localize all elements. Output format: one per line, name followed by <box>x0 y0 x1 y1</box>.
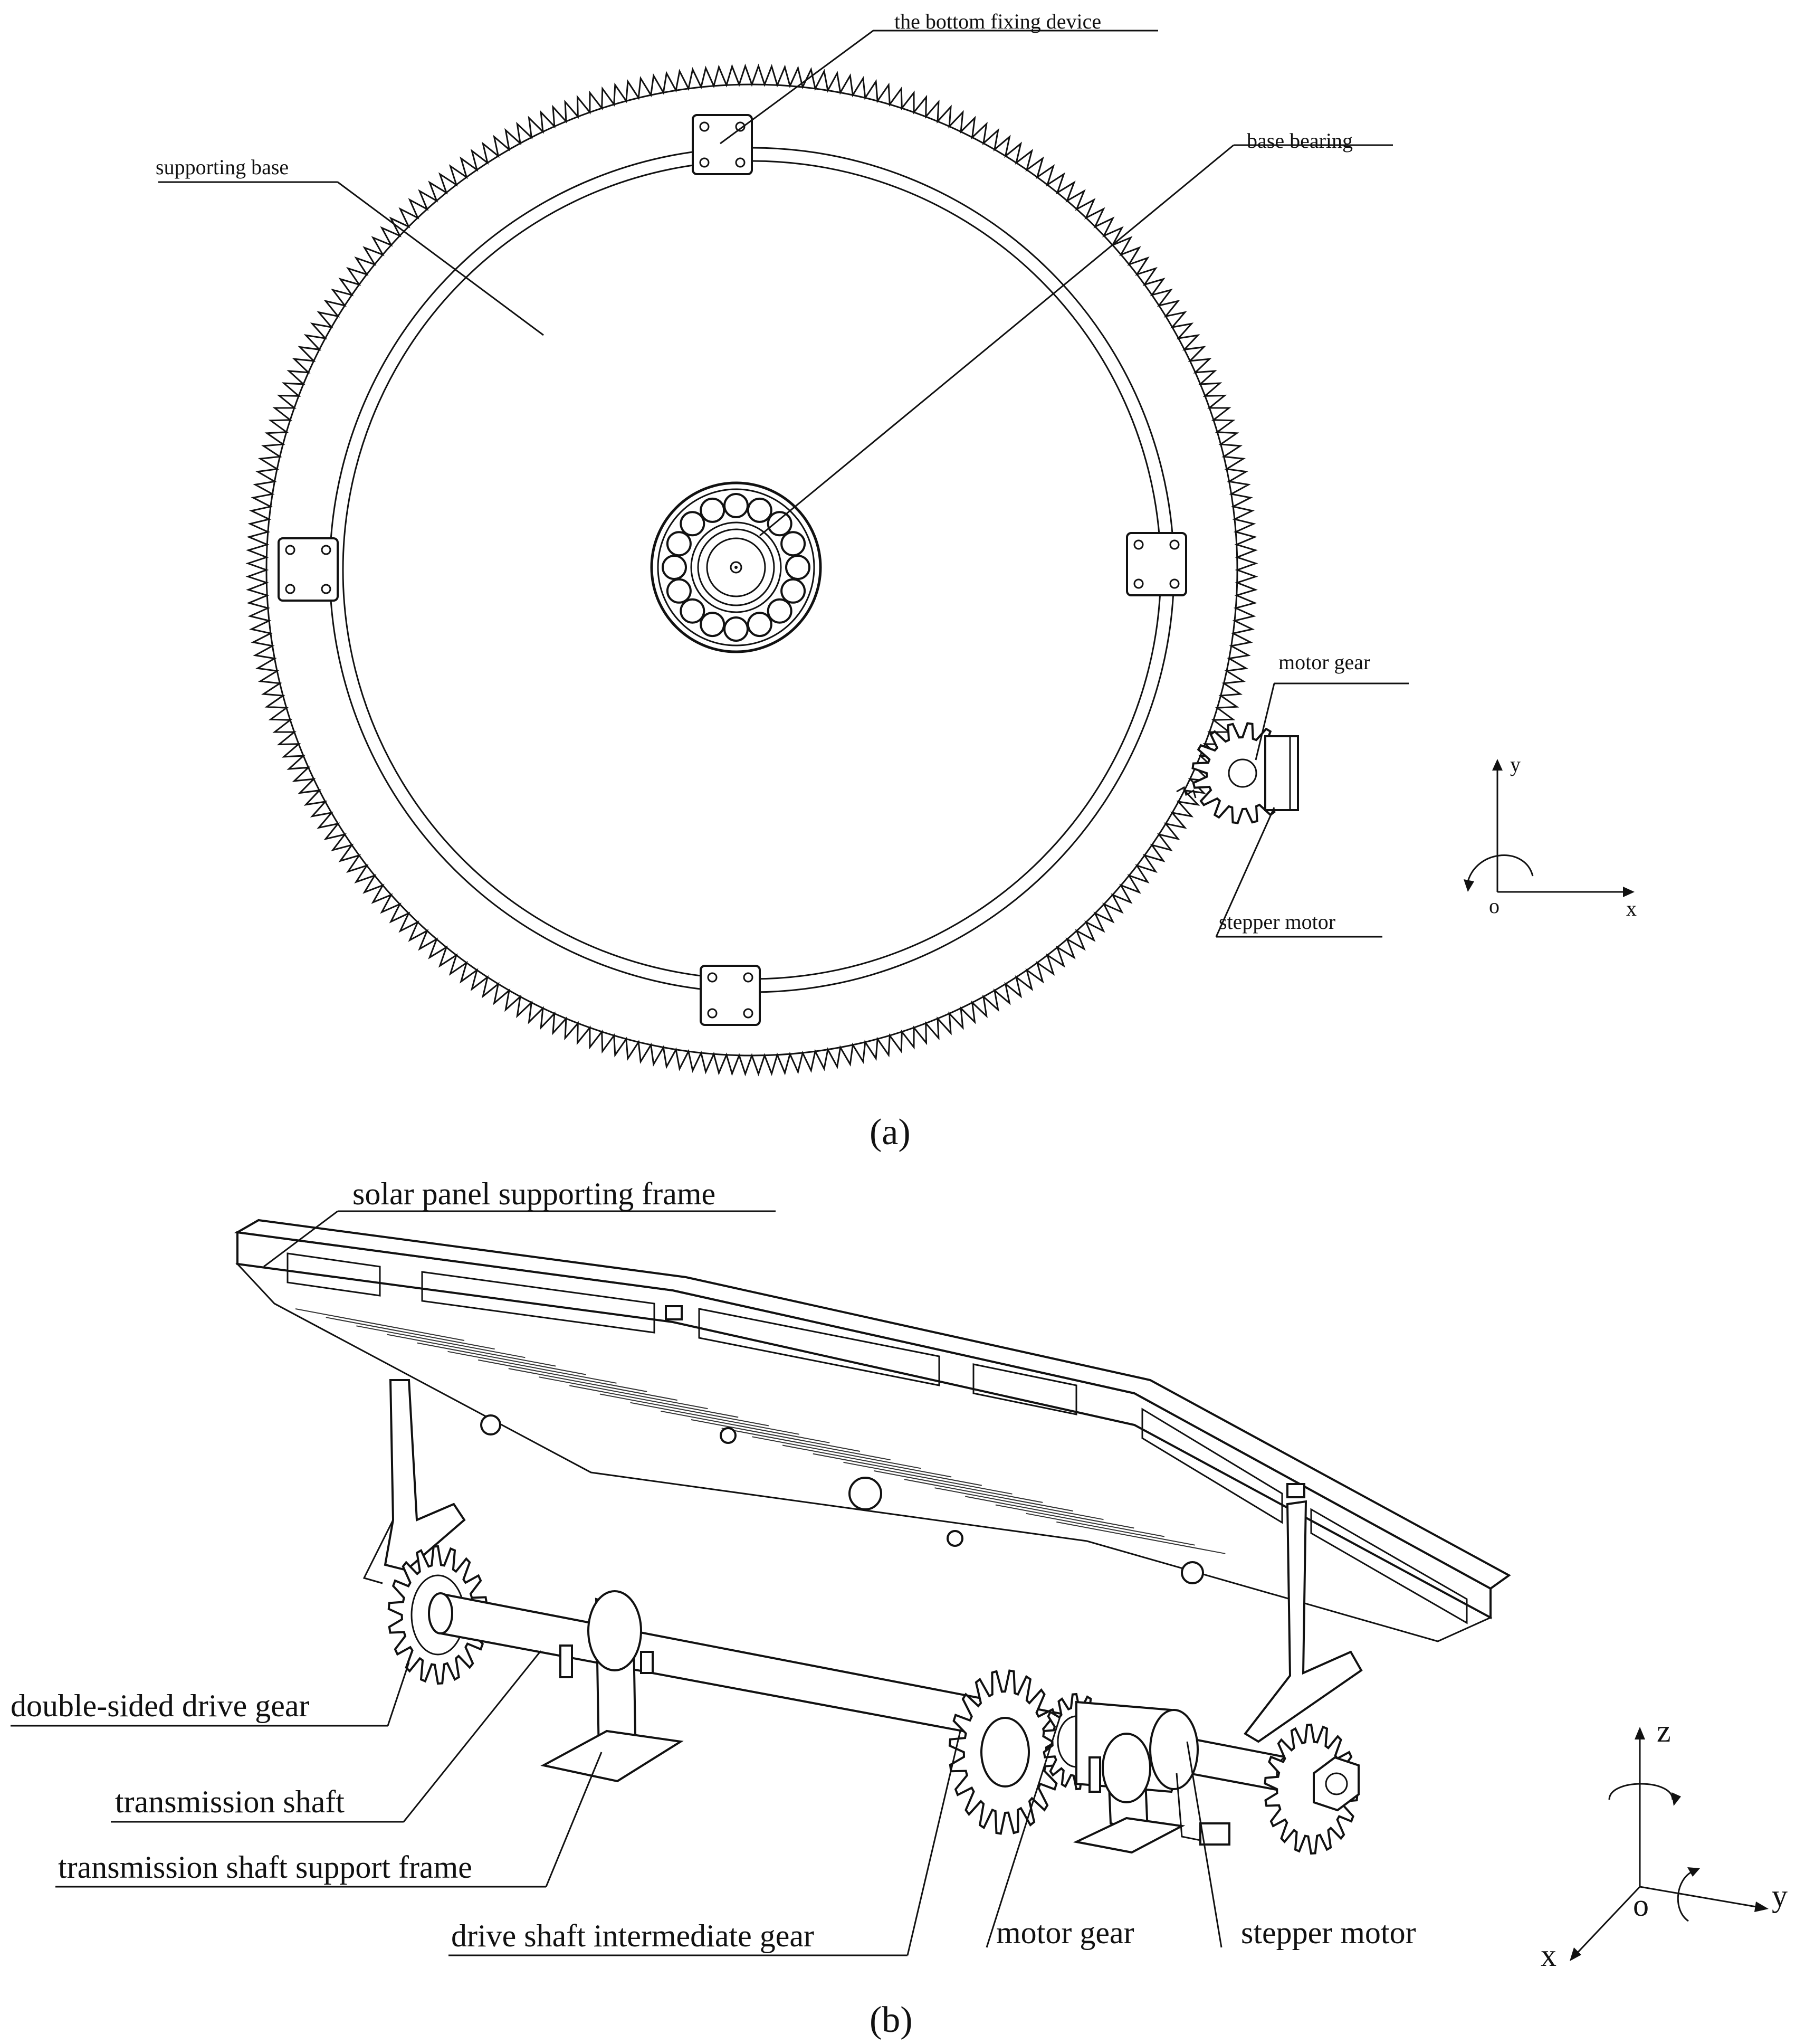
figure-b: solar panel supporting frame double-side… <box>11 1176 1788 2040</box>
label-transmission-shaft: transmission shaft <box>115 1784 345 1819</box>
leader-motor-gear <box>1255 683 1275 760</box>
bottom-fixing-device-right <box>1126 532 1187 596</box>
solar-cell-hatch <box>599 1393 769 1427</box>
leader-solar-frame <box>263 1210 338 1268</box>
label-motor-gear-b: motor gear <box>996 1915 1134 1950</box>
label-bottom-fixing-device: the bottom fixing device <box>894 9 1101 33</box>
leader-stepper-motor <box>1215 807 1275 937</box>
bearing-ball <box>666 531 692 557</box>
base-bearing <box>650 481 822 653</box>
label-transmission-shaft-support-frame: transmission shaft support frame <box>58 1850 472 1885</box>
solar-cell-hatch <box>569 1385 739 1418</box>
solar-cell-hatch <box>661 1410 830 1443</box>
bearing-ball <box>723 493 749 518</box>
caption-b: (b) <box>870 2000 913 2040</box>
bearing-ball <box>767 598 792 624</box>
drive-shaft-intermediate-gear <box>948 1669 1062 1835</box>
solar-cell-hatch <box>782 1444 952 1478</box>
bearing-ball <box>723 616 749 642</box>
solar-cell-hatch <box>326 1317 495 1350</box>
axis-b-y-label: y <box>1772 1878 1788 1913</box>
solar-cell-hatch <box>904 1479 1073 1512</box>
bearing-ball <box>767 511 792 537</box>
bearing-ball <box>700 497 725 523</box>
solar-cell-hatch <box>843 1461 1013 1495</box>
solar-cell-hatch <box>721 1428 891 1461</box>
solar-cell-hatch <box>752 1436 921 1469</box>
bottom-fixing-device-bottom <box>700 965 761 1026</box>
solar-cell-hatch <box>295 1308 465 1341</box>
solar-cell-hatch <box>386 1334 556 1367</box>
bearing-ball <box>680 598 705 624</box>
figure-a: the bottom fixing device supporting base… <box>156 9 1637 1153</box>
solar-cell-hatch <box>508 1368 677 1401</box>
leader-motor-gear-b <box>986 1715 1062 1948</box>
supporting-base-outer-ring <box>265 83 1238 1057</box>
axis-b-z-label: z <box>1657 1714 1671 1748</box>
bearing-ball <box>680 511 705 537</box>
supporting-base-track-outer <box>329 147 1175 993</box>
leader-stepper-motor-b <box>1186 1741 1223 1948</box>
solar-cell-hatch <box>356 1325 526 1358</box>
label-motor-gear-a: motor gear <box>1278 650 1370 674</box>
solar-cell-hatch <box>813 1453 982 1486</box>
transmission-shaft-support-frame <box>540 1590 684 1783</box>
solar-cell-hatch <box>630 1402 799 1435</box>
solar-cell-hatch <box>417 1342 586 1375</box>
leader-shaft-support-frame <box>545 1752 603 1887</box>
solar-cell-hatch <box>874 1470 1043 1503</box>
label-supporting-base: supporting base <box>156 155 289 179</box>
caption-a: (a) <box>870 1112 911 1153</box>
solar-cell-hatch <box>1056 1521 1226 1554</box>
solar-cell-hatch <box>691 1419 861 1452</box>
bottom-fixing-device-left <box>278 537 339 602</box>
label-drive-shaft-intermediate-gear: drive shaft intermediate gear <box>451 1918 814 1953</box>
solar-cell-hatch <box>1026 1513 1195 1546</box>
axes-a: y x o <box>1464 753 1637 920</box>
transmission-shaft-support-frame-right <box>1073 1733 1186 1854</box>
leader-supporting-base <box>337 181 544 336</box>
solar-cell-hatch <box>934 1487 1104 1520</box>
axis-b-x-label: x <box>1541 1938 1556 1973</box>
bearing-ball <box>662 555 687 580</box>
supporting-base-ring-gear <box>245 63 1258 1077</box>
bearing-ball <box>780 531 806 557</box>
leader-double-sided-drive-gear <box>387 1662 410 1726</box>
right-frame-upright <box>1244 1500 1363 1855</box>
bearing-ball <box>747 612 772 638</box>
axis-b-origin-label: o <box>1633 1888 1649 1923</box>
bearing-ball <box>666 578 692 604</box>
solar-cell-hatch <box>965 1496 1134 1529</box>
supporting-base-track-inner <box>342 160 1162 980</box>
axis-a-y-label: y <box>1510 753 1521 776</box>
solar-cell-hatch <box>478 1359 647 1392</box>
solar-cell-hatch <box>995 1504 1165 1537</box>
bearing-ball <box>747 497 772 523</box>
label-base-bearing: base bearing <box>1247 129 1353 153</box>
label-solar-panel-supporting-frame: solar panel supporting frame <box>352 1176 715 1211</box>
leader-intermediate-gear <box>906 1731 961 1956</box>
label-stepper-motor-a: stepper motor <box>1219 910 1335 934</box>
leader-bottom-fixing-device <box>720 30 874 145</box>
bearing-ball <box>780 578 806 604</box>
leader-base-bearing <box>759 144 1234 537</box>
leader-transmission-shaft <box>403 1650 542 1822</box>
solar-cell-hatch <box>539 1376 708 1410</box>
axes-b: z y x o <box>1541 1714 1788 1973</box>
bearing-ball <box>700 612 725 638</box>
axis-a-x-label: x <box>1626 897 1637 920</box>
left-frame-upright <box>362 1379 466 1584</box>
axis-a-origin-label: o <box>1489 894 1500 918</box>
bearing-ball <box>785 555 810 580</box>
label-stepper-motor-b: stepper motor <box>1241 1915 1416 1950</box>
solar-panel-supporting-frame <box>234 1219 1511 1642</box>
solar-cell-hatch <box>447 1351 617 1384</box>
bottom-fixing-device-top <box>692 114 753 175</box>
stepper-motor-a <box>1264 735 1299 811</box>
label-double-sided-drive-gear: double-sided drive gear <box>11 1688 309 1723</box>
